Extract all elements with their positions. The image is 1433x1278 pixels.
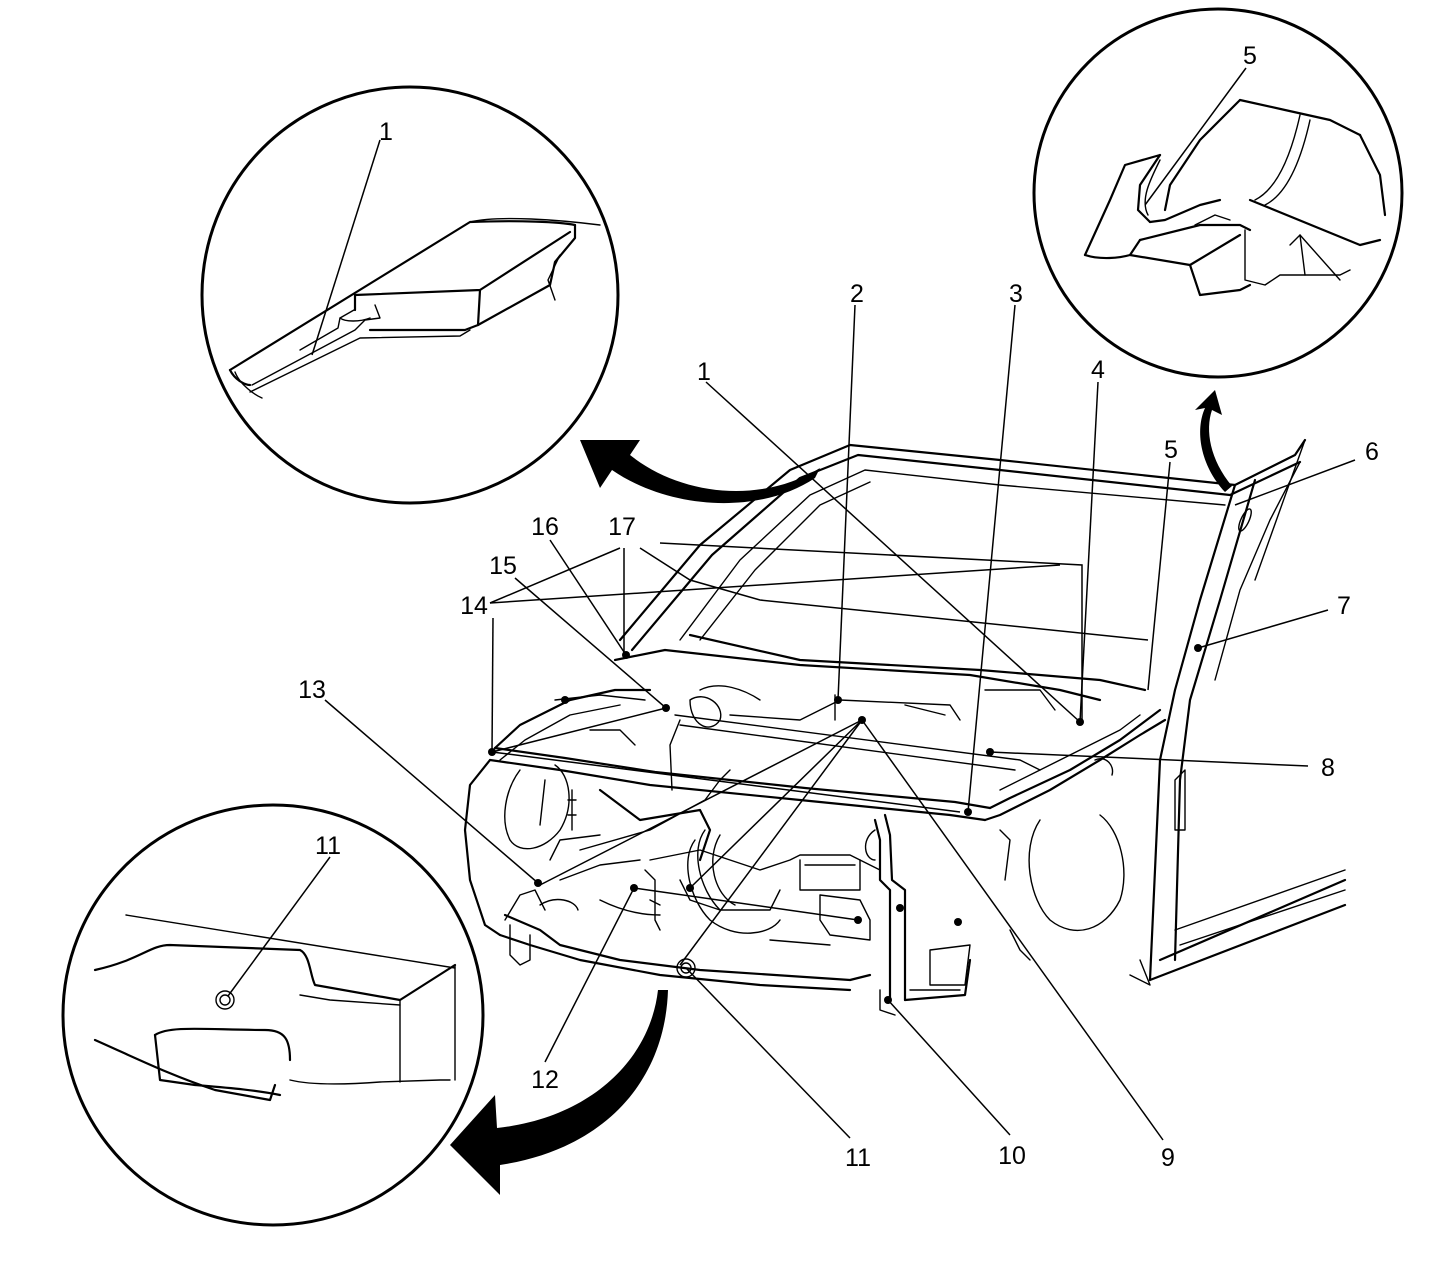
callout-17: 17 xyxy=(608,513,636,541)
detail-view-callout-5: 5 xyxy=(1032,7,1404,379)
callout-3: 3 xyxy=(1009,280,1023,308)
detail-view-callout-1: 1 xyxy=(200,85,620,505)
detail-arrows xyxy=(450,390,1232,1195)
vehicle-front-body xyxy=(463,438,1347,1016)
arrow-to-detail-11-icon xyxy=(450,990,668,1195)
callout-13: 13 xyxy=(298,676,326,704)
callout-7: 7 xyxy=(1337,592,1351,620)
callout-9: 9 xyxy=(1161,1144,1175,1172)
point-markers xyxy=(488,644,1202,1004)
callout-12: 12 xyxy=(531,1066,559,1094)
callout-6: 6 xyxy=(1365,438,1379,466)
callout-1-detail: 1 xyxy=(379,118,393,146)
callout-4: 4 xyxy=(1091,356,1105,384)
nut-fastener-icon xyxy=(676,958,696,978)
callout-5: 5 xyxy=(1164,436,1178,464)
callout-11: 11 xyxy=(845,1144,871,1172)
callout-1: 1 xyxy=(697,358,711,386)
callout-16: 16 xyxy=(531,513,559,541)
callout-8: 8 xyxy=(1321,754,1335,782)
main-callouts: 1 2 3 4 5 6 7 8 9 10 11 12 13 14 15 16 1… xyxy=(298,280,1379,1172)
arrow-to-detail-1-icon xyxy=(580,440,820,504)
callout-10: 10 xyxy=(998,1142,1026,1170)
detail-view-callout-11: 11 xyxy=(61,803,485,1227)
callout-5-detail: 5 xyxy=(1243,42,1257,70)
callout-2: 2 xyxy=(850,280,864,308)
arrow-to-detail-5-icon xyxy=(1195,390,1232,492)
callout-15: 15 xyxy=(489,552,517,580)
callout-11-detail: 11 xyxy=(315,832,341,860)
main-leaders xyxy=(324,304,1356,1141)
callout-14: 14 xyxy=(460,592,488,620)
